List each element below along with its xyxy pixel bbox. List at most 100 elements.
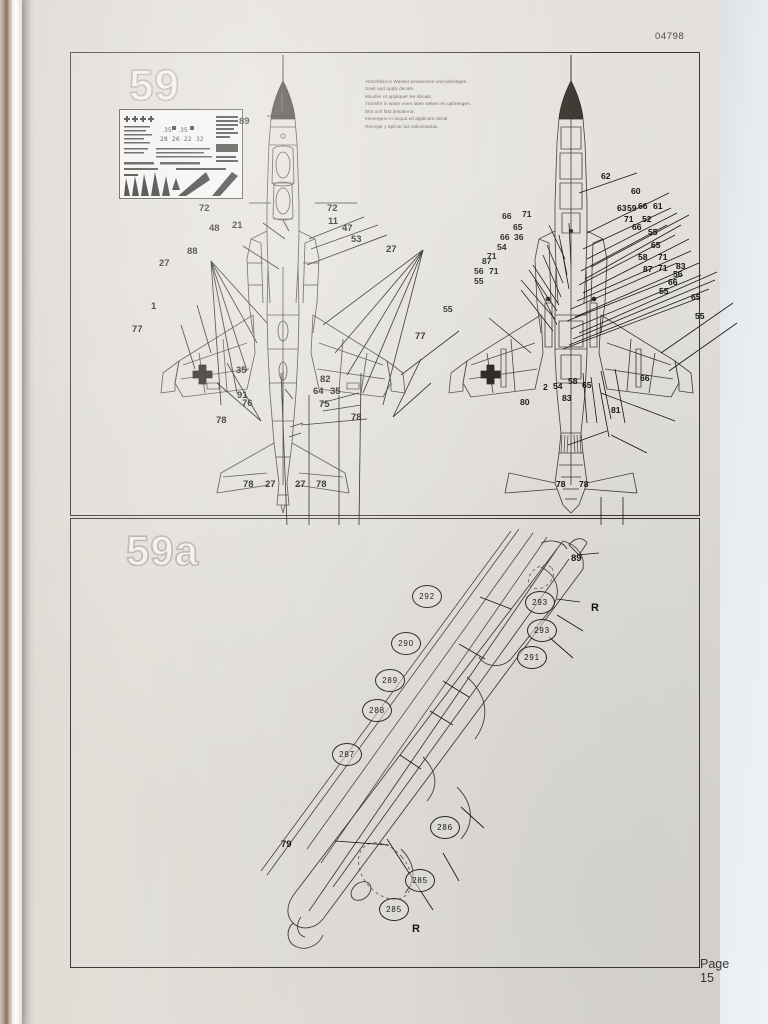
callout-number: 78 <box>556 479 566 489</box>
callout-number: 55 <box>474 276 484 286</box>
page-number: Page 15 <box>700 957 730 985</box>
callout-number: 35 <box>330 386 341 397</box>
decal-instruction-text: Abziehbild in Wasser einweichen und anbr… <box>365 78 545 130</box>
callout-number: 60 <box>631 186 641 196</box>
callout-number: 55 <box>695 311 705 321</box>
callout-number: 27 <box>386 244 397 255</box>
callout-number: 21 <box>232 220 243 231</box>
instruction-sheet-page: 04798 Page 15 59 35 35 <box>30 0 738 1024</box>
callout-number: 54 <box>497 242 507 252</box>
callout-number: 82 <box>320 374 331 385</box>
decal-sheet-art: 35 35 28 26 22 32 <box>120 110 242 198</box>
step-59a-number: 59a <box>125 526 200 575</box>
decal-number-badge: 292 <box>412 585 442 608</box>
svg-text:26: 26 <box>172 136 180 143</box>
callout-number: 62 <box>601 171 611 181</box>
callout-number: 54 <box>553 381 563 391</box>
svg-text:35: 35 <box>164 127 172 134</box>
callout-number: 61 <box>653 201 663 211</box>
kit-code: 04798 <box>655 31 685 42</box>
decal-line-es: Remojar y aplicar las calcomanias. <box>365 123 439 129</box>
callout-number: 83 <box>562 393 572 403</box>
callout-number: 78 <box>579 479 589 489</box>
callout-number: 55 <box>443 304 453 314</box>
page-edge <box>12 0 22 1024</box>
callout-number: 11 <box>328 216 339 227</box>
callout-number: 71 <box>489 266 499 276</box>
callout-number: 63 <box>617 203 627 213</box>
svg-text:32: 32 <box>196 136 204 143</box>
callout-number: 66 <box>502 211 512 221</box>
callout-number: 71 <box>658 263 668 273</box>
callout-number: 72 <box>327 203 338 214</box>
svg-text:35: 35 <box>180 127 188 134</box>
callout-number: 77 <box>132 324 143 335</box>
right-side-marker: R <box>591 602 599 614</box>
decal-number-badge: 291 <box>517 646 547 669</box>
callout-number: 75 <box>319 399 330 410</box>
callout-number: 71 <box>487 251 497 261</box>
callout-number: 71 <box>658 252 668 262</box>
callout-number: 83 <box>676 261 686 271</box>
svg-text:22: 22 <box>184 136 192 143</box>
callout-number: 59 <box>627 203 637 213</box>
callout-number: 72 <box>199 203 210 214</box>
decal-line-nl: Transfer in water even laten weken en op… <box>365 101 472 107</box>
right-side-marker: R <box>412 923 420 935</box>
callout-number: 81 <box>611 405 621 415</box>
callout-number: 55 <box>648 227 658 237</box>
callout-number: 58 <box>568 376 578 386</box>
decal-number-badge: 285 <box>379 898 409 921</box>
spiral-binding-strip <box>0 0 12 1024</box>
step-59-panel: 59 35 35 28 26 22 32 <box>70 52 738 526</box>
decal-line-de: Abziehbild in Wasser einweichen und anbr… <box>365 79 468 84</box>
callout-number: 27 <box>159 258 170 269</box>
callout-number: 78 <box>316 479 327 490</box>
svg-text:28: 28 <box>160 136 168 143</box>
callout-number: 66 <box>668 277 678 287</box>
callout-number: 55 <box>659 286 669 296</box>
callout-number: 71 <box>624 214 634 224</box>
callout-number: 56 <box>474 266 484 276</box>
decal-number-badge: 287 <box>332 743 362 766</box>
page-curl-shadow <box>22 0 36 1024</box>
callout-number: 65 <box>691 292 701 302</box>
callout-number: 78 <box>243 479 254 490</box>
callout-number: 66 <box>640 373 650 383</box>
callout-number: 65 <box>651 240 661 250</box>
callout-number: 56 <box>673 269 683 279</box>
decal-number-badge: 293 <box>527 619 557 642</box>
fuselage-decal-placement-diagram <box>260 528 600 949</box>
callout-number: 78 <box>351 412 362 423</box>
decal-number-badge: 293 <box>525 591 555 614</box>
callout-number: 88 <box>187 246 198 257</box>
callout-number: 66 <box>500 232 510 242</box>
callout-number: 87 <box>643 264 653 274</box>
decal-line-en: Soak and apply decals. <box>365 86 415 92</box>
decal-line-it: Immergere in acqua ed applicare decal. <box>365 116 449 122</box>
decal-sheet-thumbnail: 35 35 28 26 22 32 <box>119 109 243 199</box>
callout-number: 89 <box>571 553 582 564</box>
aircraft-top-view-diagram <box>160 55 738 526</box>
callout-number: 47 <box>342 223 353 234</box>
decal-number-badge: 286 <box>430 816 460 839</box>
decal-number-badge: 289 <box>375 669 405 692</box>
callout-number: 27 <box>295 479 306 490</box>
callout-number: 71 <box>522 209 532 219</box>
step-59-number: 59 <box>128 60 180 111</box>
callout-number: 77 <box>415 331 426 342</box>
callout-number: 91 <box>237 390 248 401</box>
callout-number: 87 <box>482 256 492 266</box>
decal-line-fr: Mouiller et appliquer les décals. <box>365 93 432 99</box>
callout-number: 27 <box>265 479 276 490</box>
callout-number: 76 <box>242 398 253 409</box>
callout-number: 65 <box>513 222 523 232</box>
callout-number: 1 <box>151 301 157 312</box>
callout-number: 66 <box>638 201 648 211</box>
callout-number: 78 <box>216 415 227 426</box>
callout-number: 53 <box>351 234 362 245</box>
callout-number: 89 <box>239 116 250 127</box>
callout-number: 79 <box>281 839 292 850</box>
callout-number: 48 <box>209 223 220 234</box>
